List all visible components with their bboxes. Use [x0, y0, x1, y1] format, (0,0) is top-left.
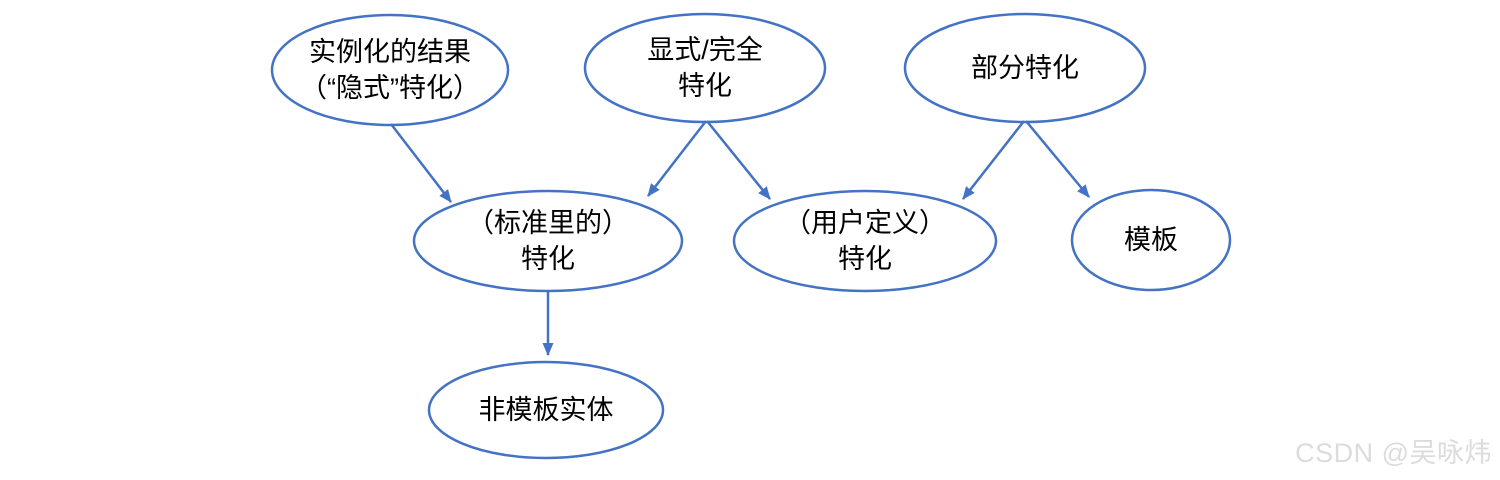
node-ellipse-template	[1070, 188, 1232, 292]
edge-partial-to-template-arrow	[1025, 120, 1090, 198]
node-ellipse-user-defined-specialization	[732, 189, 998, 293]
edge-explicit-full-to-user-defined-specialization-arrow	[706, 120, 771, 200]
edge-partial-to-user-defined-specialization-arrow	[962, 120, 1025, 200]
edge-explicit-full-to-standard-specialization-arrow	[647, 120, 707, 197]
node-ellipse-instantiation-result	[270, 13, 510, 127]
node-ellipse-standard-specialization	[412, 189, 684, 293]
node-ellipse-explicit-full-specialization	[583, 12, 827, 124]
node-ellipse-partial-specialization	[903, 12, 1147, 124]
watermark: CSDN @吴咏炜	[1295, 438, 1492, 468]
node-ellipse-non-template-entity	[427, 360, 665, 460]
edge-instantiation-result-to-standard-specialization-arrow	[390, 123, 452, 203]
